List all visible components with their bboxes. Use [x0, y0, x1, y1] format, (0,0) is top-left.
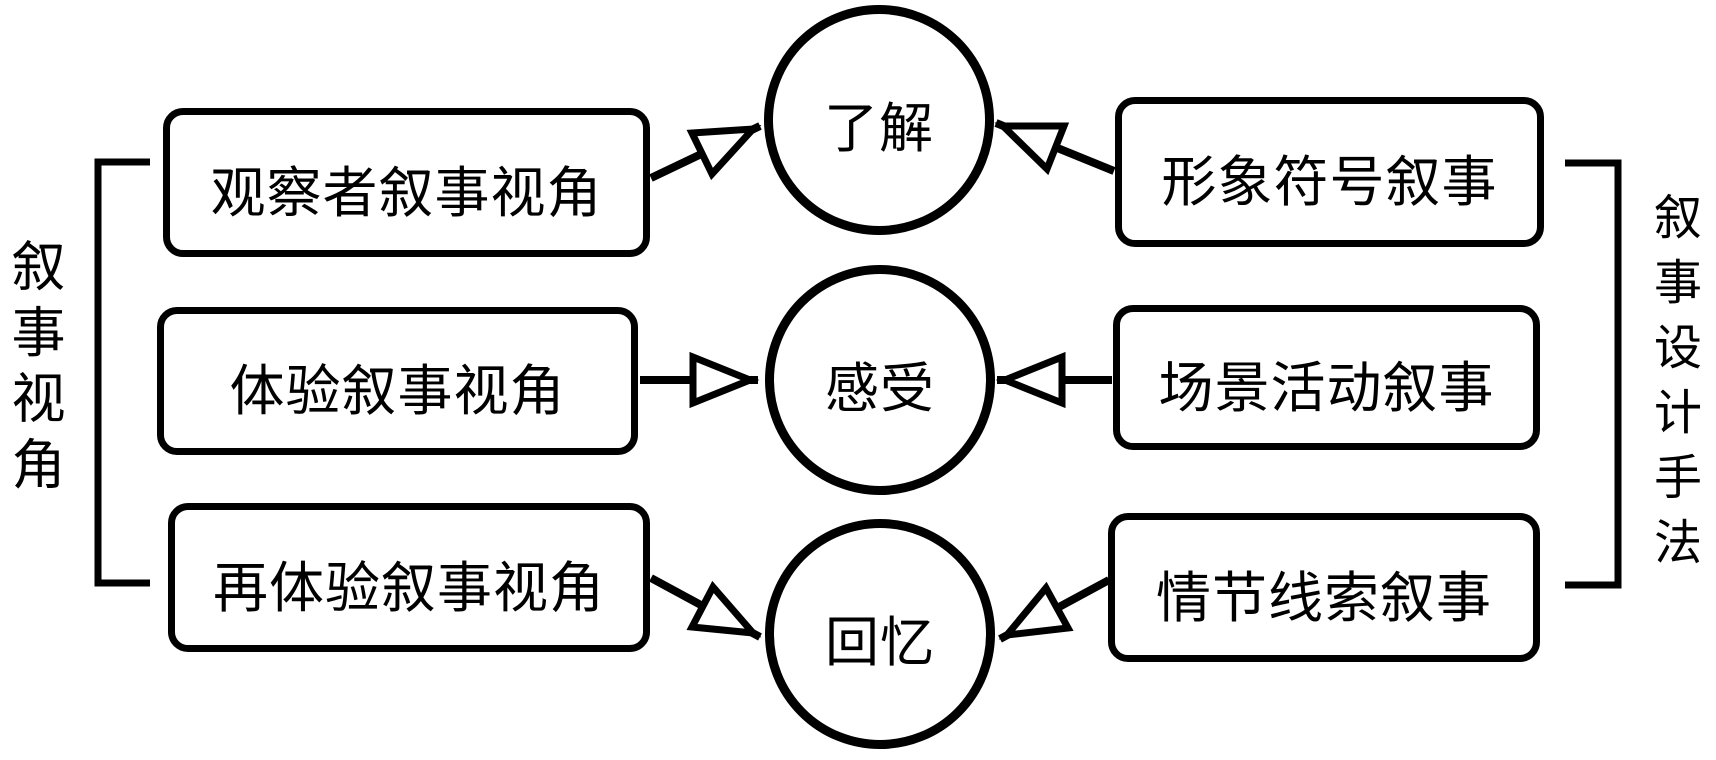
- left-group-label: 叙事视角: [3, 238, 63, 502]
- node-re-experience-narrative-perspective: 再体验叙事视角: [168, 503, 650, 652]
- node-experience-narrative-perspective: 体验叙事视角: [157, 307, 638, 455]
- node-recall: 回忆: [765, 519, 995, 749]
- arrowhead-symbol-to-understand: [994, 122, 1070, 176]
- right-group-label: 叙事设计手法: [1646, 192, 1699, 582]
- node-observer-narrative-perspective: 观察者叙事视角: [163, 108, 650, 257]
- node-image-symbol-narrative: 形象符号叙事: [1115, 97, 1544, 247]
- right-group-bracket: [1565, 159, 1622, 589]
- node-understand: 了解: [764, 5, 994, 235]
- node-feel: 感受: [765, 265, 995, 495]
- node-scene-activity-narrative: 场景活动叙事: [1113, 305, 1540, 450]
- arrowhead-scene-to-feel: [995, 351, 1066, 409]
- node-plot-clue-narrative: 情节线索叙事: [1108, 513, 1540, 662]
- left-group-bracket: [94, 158, 150, 587]
- arrowhead-reexperience-to-recall: [686, 580, 762, 638]
- arrowhead-observer-to-understand: [686, 124, 762, 181]
- arrowhead-plot-to-recall: [998, 581, 1074, 640]
- arrowhead-experience-to-feel: [689, 351, 760, 409]
